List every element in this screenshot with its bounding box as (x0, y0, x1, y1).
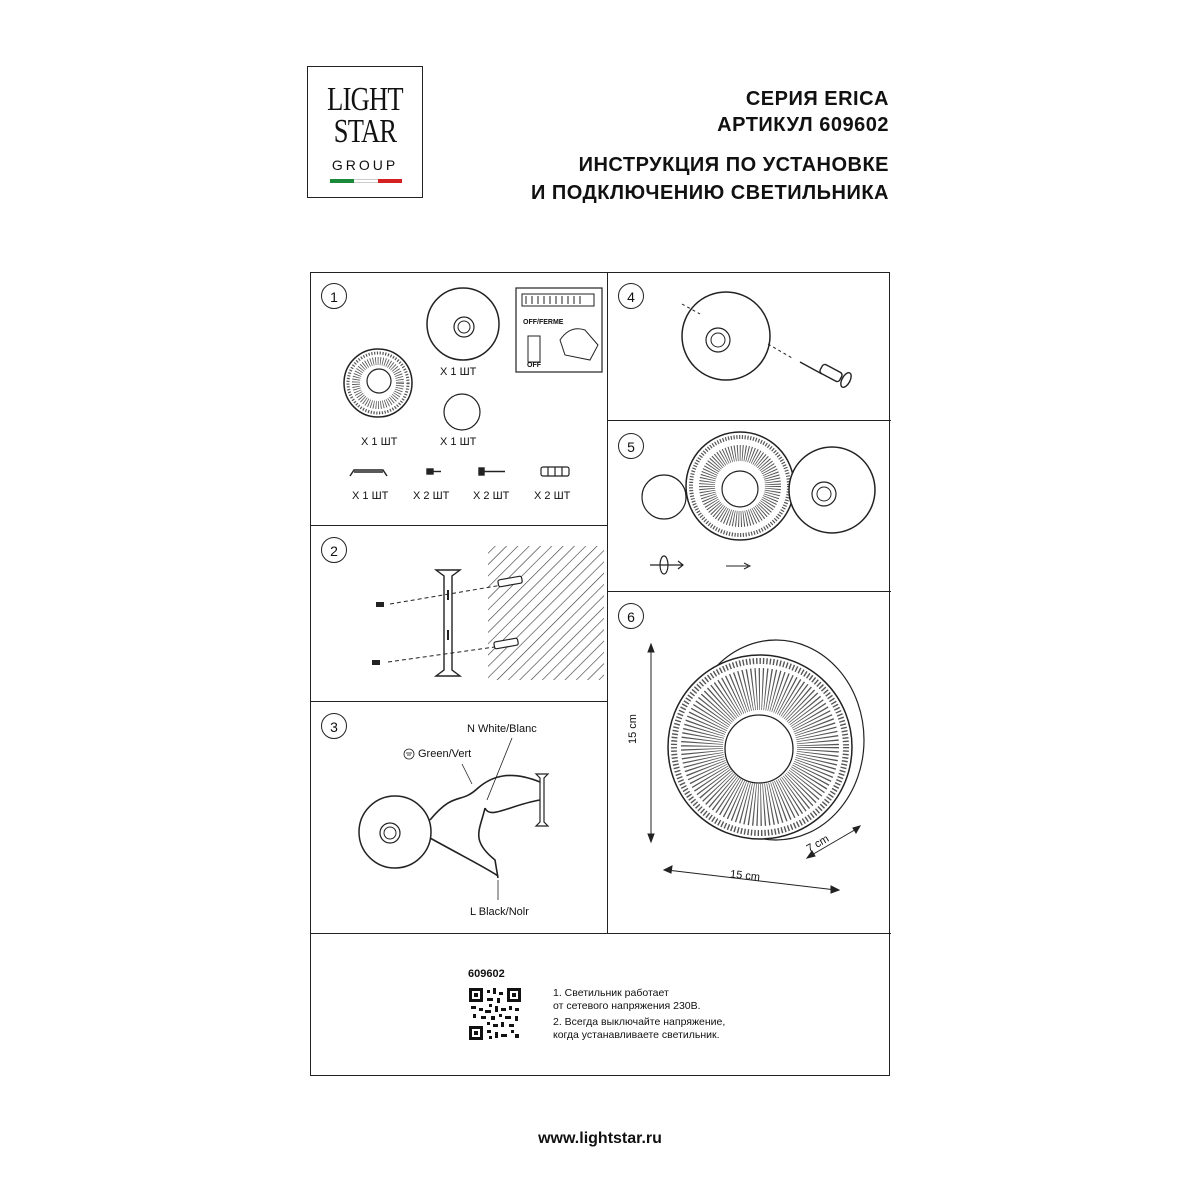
pleated-shade-icon (343, 348, 413, 418)
instruction-title-line-1: ИНСТРУКЦИЯ ПО УСТАНОВКЕ (578, 154, 889, 176)
base-disc-icon (426, 287, 500, 361)
wire-ground-label: Green/Vert (418, 748, 472, 760)
instruction-frame: 1 2 3 4 5 6 (310, 272, 891, 1076)
wall-bracket-icon (433, 569, 463, 677)
dimension-lines (647, 642, 862, 894)
screw-icon (478, 467, 505, 476)
qty-bracket: X 1 ШТ (352, 490, 389, 502)
pleated-shade-icon (685, 431, 795, 541)
screwdriver-icon (799, 361, 852, 389)
qty-dowel: X 2 ШТ (534, 490, 571, 502)
step-number-3: 3 (321, 713, 347, 739)
instruction-title-line-2: И ПОДКЛЮЧЕНИЮ СВЕТИЛЬНИКА (530, 182, 889, 204)
note-2-line-1: 2. Всегда выключайте напряжение, (553, 1016, 726, 1028)
qty-screw: X 2 ШТ (473, 490, 510, 502)
website-link[interactable]: www.lightstar.ru (538, 1130, 662, 1147)
divider-h-right-2 (607, 591, 891, 592)
divider-vertical (607, 273, 608, 933)
series-title: СЕРИЯ ERICA (745, 88, 889, 110)
step-number-4: 4 (618, 283, 644, 309)
screw-icon (372, 602, 384, 665)
step-number-6: 6 (618, 603, 644, 629)
divider-h-1 (311, 525, 607, 526)
base-disc-icon (788, 446, 876, 534)
lamp-front-icon (667, 639, 865, 841)
qty-shade: X 1 ШТ (361, 436, 398, 448)
wire-live-label: L Black/Nolr (470, 906, 529, 918)
divider-h-footer (311, 933, 891, 934)
divider-h-2 (311, 701, 607, 702)
step-number-1: 1 (321, 283, 347, 309)
ground-icon (403, 748, 415, 760)
divider-h-right-1 (607, 420, 891, 421)
footer-article-code: 609602 (468, 968, 505, 980)
wire-neutral-label: N White/Blanc (467, 723, 537, 735)
rotate-arrow-icon (650, 555, 684, 575)
arrow-right-icon (726, 562, 752, 570)
dowel-icon (493, 575, 523, 650)
logo-line-2: STAR (333, 113, 397, 150)
switch-off-label: OFF/FERME (523, 319, 564, 326)
qty-cover: X 1 ШТ (440, 436, 477, 448)
small-screw-icon (426, 468, 441, 475)
qty-screw-small: X 2 ШТ (413, 490, 450, 502)
note-1-line-2: от сетевого напряжения 230В. (553, 1000, 701, 1012)
note-1-line-1: 1. Светильник работает (553, 987, 669, 999)
italian-flag-icon (330, 179, 402, 183)
brand-logo: LIGHT STAR GROUP (307, 66, 423, 198)
bracket-icon (349, 469, 388, 477)
step-number-5: 5 (618, 433, 644, 459)
note-2-line-2: когда устанавливаете светильник. (553, 1029, 720, 1041)
cover-disc-icon (443, 393, 481, 431)
article-number: АРТИКУЛ 609602 (717, 114, 889, 136)
step-number-2: 2 (321, 537, 347, 563)
qty-base: X 1 ШТ (440, 366, 477, 378)
dowel-icon (540, 466, 570, 477)
base-disc-icon (681, 291, 771, 381)
power-switch-panel-icon (515, 287, 603, 373)
terminal-bracket-icon (534, 773, 550, 827)
wires (429, 774, 541, 879)
qr-code (469, 988, 521, 1040)
switch-off-text: OFF (527, 362, 541, 369)
logo-line-3: GROUP (331, 157, 399, 173)
logo-line-1: LIGHT (327, 81, 403, 118)
dimension-height: 15 cm (627, 714, 639, 744)
cover-disc-icon (641, 474, 687, 520)
lamp-base-icon (358, 795, 432, 869)
